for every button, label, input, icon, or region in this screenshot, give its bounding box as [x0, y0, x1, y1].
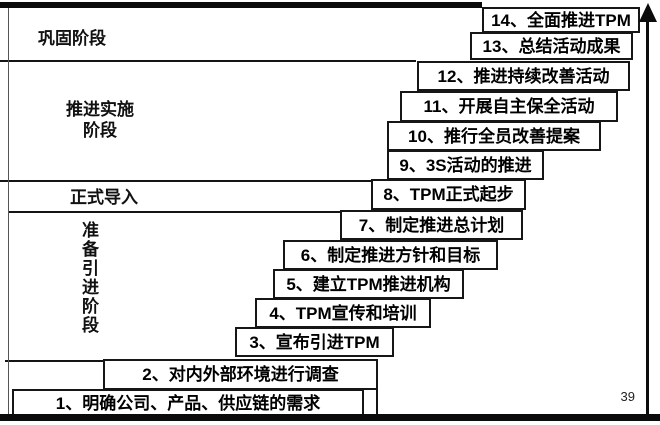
step-8-box: 8、TPM正式起步	[371, 179, 526, 210]
step-12-box: 12、推进持续改善活动	[417, 61, 630, 91]
phase-label-formal-introduction: 正式导入	[70, 188, 138, 207]
phase-label-implementation-line2: 阶段	[83, 121, 117, 141]
step-9-box: 9、3S活动的推进	[387, 150, 544, 180]
phase-label-consolidation: 巩固阶段	[38, 29, 106, 48]
step-4-box: 4、TPM宣传和培训	[255, 298, 431, 328]
step-2-box: 2、对内外部环境进行调查	[103, 359, 378, 390]
phase-label-preparation: 准备引进阶段	[79, 221, 98, 335]
phase-divider-line-2	[0, 180, 372, 182]
phase-label-implementation-line1: 推进实施	[66, 100, 134, 119]
step-13-box: 13、总结活动成果	[470, 32, 633, 60]
step-3-box: 3、宣布引进TPM	[235, 327, 394, 357]
step-2-right-edge-extension	[376, 389, 378, 416]
step-14-box: 14、全面推进TPM	[482, 7, 640, 33]
step-10-box: 10、推行全员改善提案	[387, 121, 601, 151]
phase-divider-line-1	[0, 60, 416, 62]
step-1-box: 1、明确公司、产品、供应链的需求	[12, 389, 364, 417]
step-7-box: 7、制定推进总计划	[340, 210, 523, 240]
phase-divider-line-4	[5, 360, 104, 362]
bottom-border-bar	[0, 414, 660, 421]
phase-label-implementation: 推进实施 阶段	[55, 99, 145, 142]
phase-divider-line-3	[8, 211, 341, 213]
step-5-box: 5、建立TPM推进机构	[273, 269, 464, 299]
step-6-box: 6、制定推进方针和目标	[283, 240, 498, 270]
top-border-bar	[0, 2, 482, 8]
step-11-box: 11、开展自主保全活动	[400, 91, 618, 122]
left-border-line	[8, 8, 9, 415]
up-arrow-line	[646, 20, 649, 415]
page-number: 39	[620, 389, 635, 404]
up-arrow-icon	[639, 3, 657, 22]
